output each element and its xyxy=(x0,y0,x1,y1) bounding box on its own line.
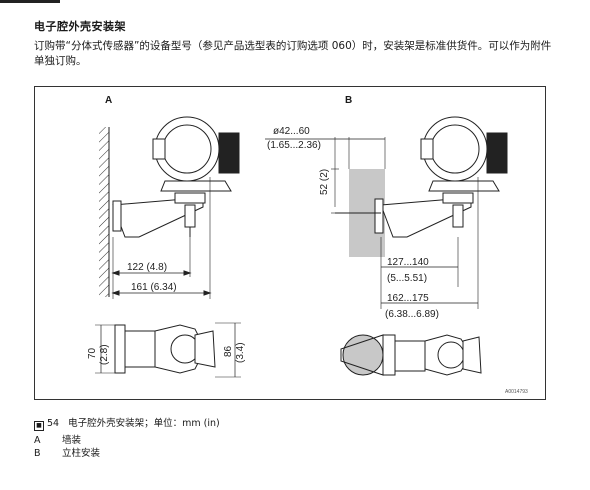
dim-86-in: (3.4) xyxy=(235,342,246,363)
wall-mount-view xyxy=(99,116,240,299)
figure-label-a: A xyxy=(105,95,113,106)
figure-id: A0014793 xyxy=(505,389,528,395)
wall-bracket-top-view xyxy=(95,322,241,378)
dim-52: 52 (2) xyxy=(319,169,330,195)
top-rule xyxy=(0,0,60,3)
caption-text: 电子腔外壳安装架；单位：mm (in) xyxy=(68,418,220,429)
dim-70-in: (2.8) xyxy=(99,344,110,365)
dim-diameter: ø42...60 xyxy=(273,126,310,137)
pipe-mount-view xyxy=(265,116,508,309)
dim-70: 70 xyxy=(87,347,98,359)
mounting-drawing: 122 (4.8) 161 (6.34) 70 (2.8) 86 (3.4) xyxy=(87,116,528,395)
dim-86: 86 xyxy=(223,345,234,357)
dim-127-in: (5...5.51) xyxy=(387,273,427,284)
figure-caption: ■54 电子腔外壳安装架；单位：mm (in) xyxy=(34,415,220,431)
section-title: 电子腔外壳安装架 xyxy=(34,20,126,33)
dim-122: 122 (4.8) xyxy=(127,262,167,273)
mounting-figure: 122 (4.8) 161 (6.34) 70 (2.8) 86 (3.4) xyxy=(34,86,546,400)
dim-diameter-in: (1.65...2.36) xyxy=(267,140,321,151)
dim-162: 162...175 xyxy=(387,293,429,304)
section-paragraph: 订购带“分体式传感器”的设备型号（参见产品选型表的订购选项 060）时，安装架是… xyxy=(34,40,552,67)
pipe-bracket-top-view xyxy=(340,334,482,376)
dim-127: 127...140 xyxy=(387,257,429,268)
wall-hatch xyxy=(99,127,109,297)
dim-162-in: (6.38...6.89) xyxy=(385,309,439,320)
dim-161: 161 (6.34) xyxy=(131,282,177,293)
figure-icon: ■ xyxy=(34,421,44,431)
caption-number: 54 xyxy=(47,418,60,429)
figure-label-b: B xyxy=(345,95,353,106)
